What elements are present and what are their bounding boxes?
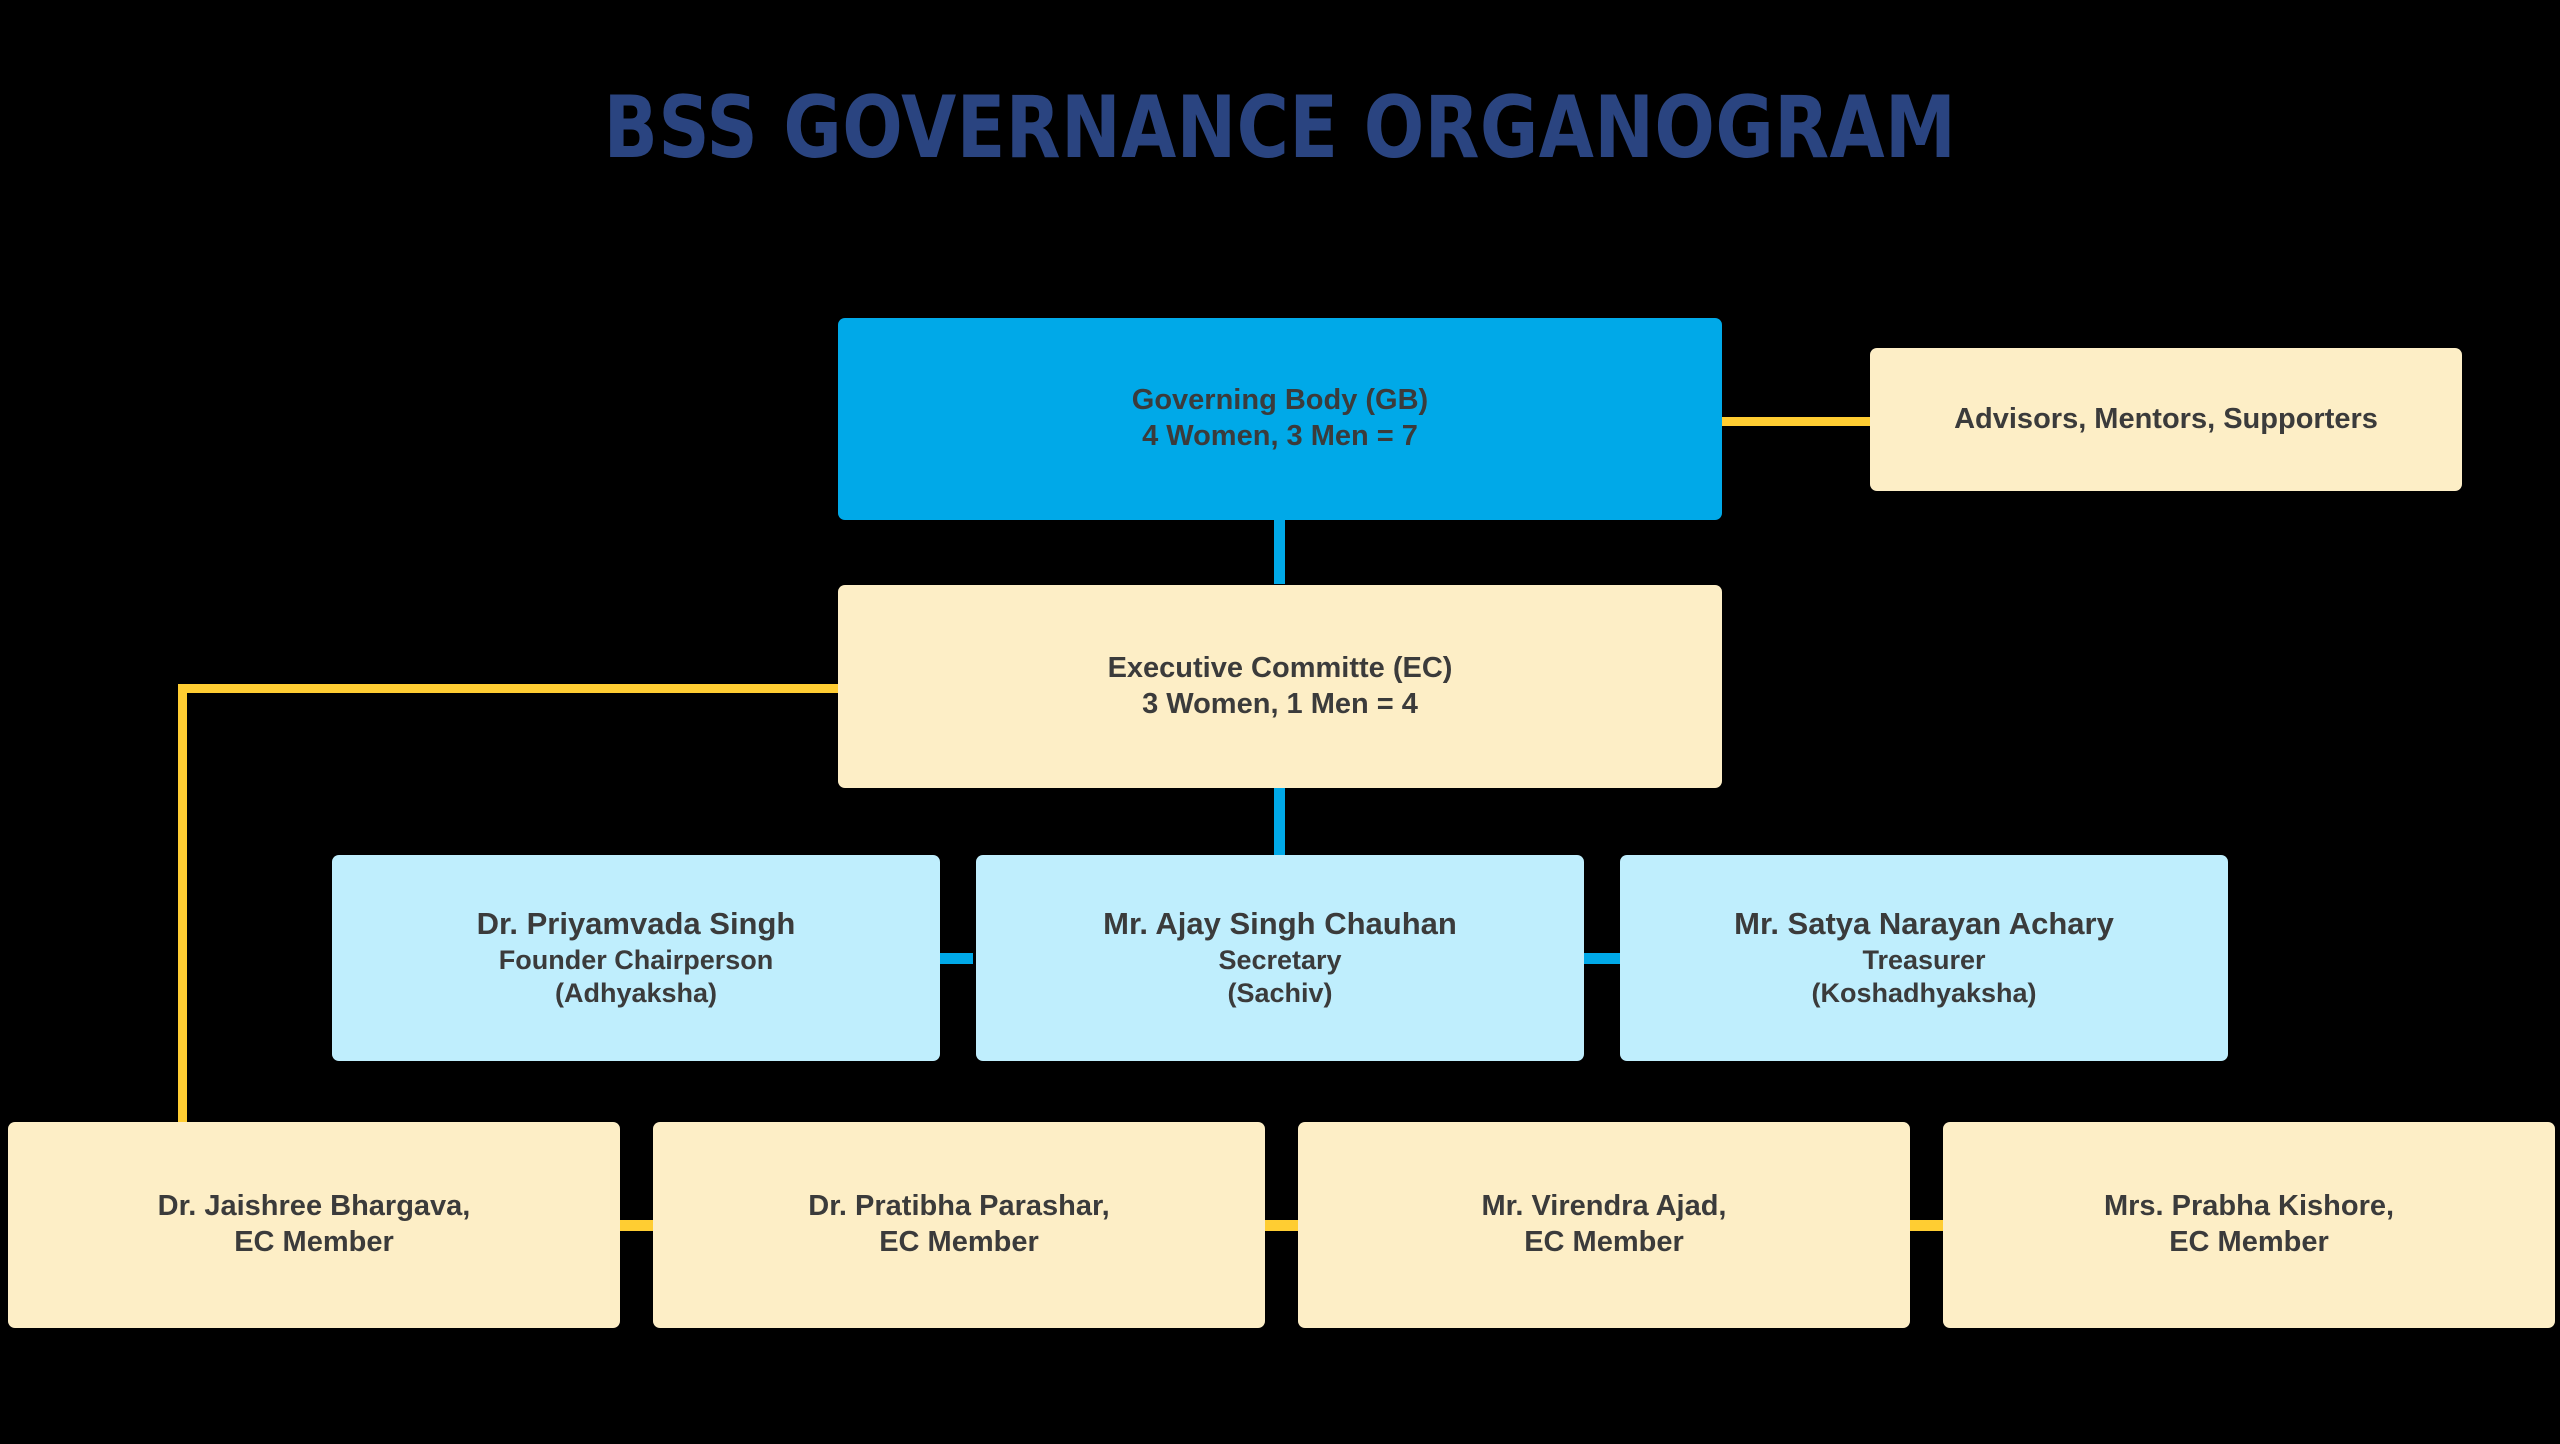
node-executive-committee[interactable]: Executive Committe (EC) 3 Women, 1 Men =…: [838, 585, 1722, 788]
node-governing-body[interactable]: Governing Body (GB) 4 Women, 3 Men = 7: [838, 318, 1722, 520]
advisors-line-1: Advisors, Mentors, Supporters: [1954, 402, 2378, 435]
connector-member2-to-member3: [1265, 1220, 1305, 1231]
node-ec-member-1[interactable]: Dr. Jaishree Bhargava, EC Member: [8, 1122, 620, 1328]
executive-committee-line-1: Executive Committe (EC): [1107, 651, 1453, 684]
ec-member-1-name: Dr. Jaishree Bhargava,: [157, 1190, 471, 1223]
node-ec-member-3[interactable]: Mr. Virendra Ajad, EC Member: [1298, 1122, 1910, 1328]
node-ec-member-2[interactable]: Dr. Pratibha Parashar, EC Member: [653, 1122, 1265, 1328]
officer-treasurer-role: Treasurer: [1862, 944, 1986, 975]
connector-gb-to-advisors: [1710, 417, 1872, 426]
ec-member-1-role: EC Member: [234, 1226, 394, 1258]
governing-body-line-2: 4 Women, 3 Men = 7: [1142, 420, 1418, 452]
node-advisors[interactable]: Advisors, Mentors, Supporters: [1870, 348, 2462, 491]
ec-member-4-role: EC Member: [2169, 1226, 2329, 1258]
page-title: BSS GOVERNANCE ORGANOGRAM: [603, 78, 1957, 178]
ec-member-3-name: Mr. Virendra Ajad,: [1481, 1190, 1727, 1223]
node-officer-chairperson[interactable]: Dr. Priyamvada Singh Founder Chairperson…: [332, 855, 940, 1061]
officer-chairperson-role: Founder Chairperson: [498, 944, 774, 975]
executive-committee-line-2: 3 Women, 1 Men = 4: [1142, 687, 1418, 720]
connector-chairperson-to-secretary: [935, 953, 973, 964]
ec-member-2-role: EC Member: [879, 1226, 1039, 1258]
node-officer-treasurer[interactable]: Mr. Satya Narayan Achary Treasurer (Kosh…: [1620, 855, 2228, 1061]
governing-body-line-1: Governing Body (GB): [1131, 384, 1429, 417]
officer-secretary-role: Secretary: [1218, 944, 1342, 975]
ec-member-2-name: Dr. Pratibha Parashar,: [808, 1190, 1110, 1223]
connector-gb-to-ec: [1274, 516, 1285, 584]
node-officer-secretary[interactable]: Mr. Ajay Singh Chauhan Secretary (Sachiv…: [976, 855, 1584, 1061]
ec-member-4-name: Mrs. Prabha Kishore,: [2103, 1190, 2395, 1223]
officer-treasurer-role-local: (Koshadhyaksha): [1811, 978, 2037, 1009]
connector-member3-to-member4: [1910, 1220, 1950, 1231]
connector-secretary-to-treasurer: [1583, 953, 1621, 964]
connector-ec-elbow-vertical: [178, 684, 187, 1124]
officer-chairperson-name: Dr. Priyamvada Singh: [476, 906, 796, 942]
node-ec-member-4[interactable]: Mrs. Prabha Kishore, EC Member: [1943, 1122, 2555, 1328]
ec-member-3-role: EC Member: [1524, 1226, 1684, 1258]
connector-member1-to-member2: [620, 1220, 660, 1231]
officer-secretary-role-local: (Sachiv): [1227, 978, 1333, 1009]
officer-secretary-name: Mr. Ajay Singh Chauhan: [1103, 906, 1457, 942]
connector-ec-elbow-horizontal: [178, 684, 838, 693]
officer-treasurer-name: Mr. Satya Narayan Achary: [1734, 906, 2114, 942]
officer-chairperson-role-local: (Adhyaksha): [554, 978, 718, 1009]
connector-ec-to-officers: [1274, 786, 1285, 858]
